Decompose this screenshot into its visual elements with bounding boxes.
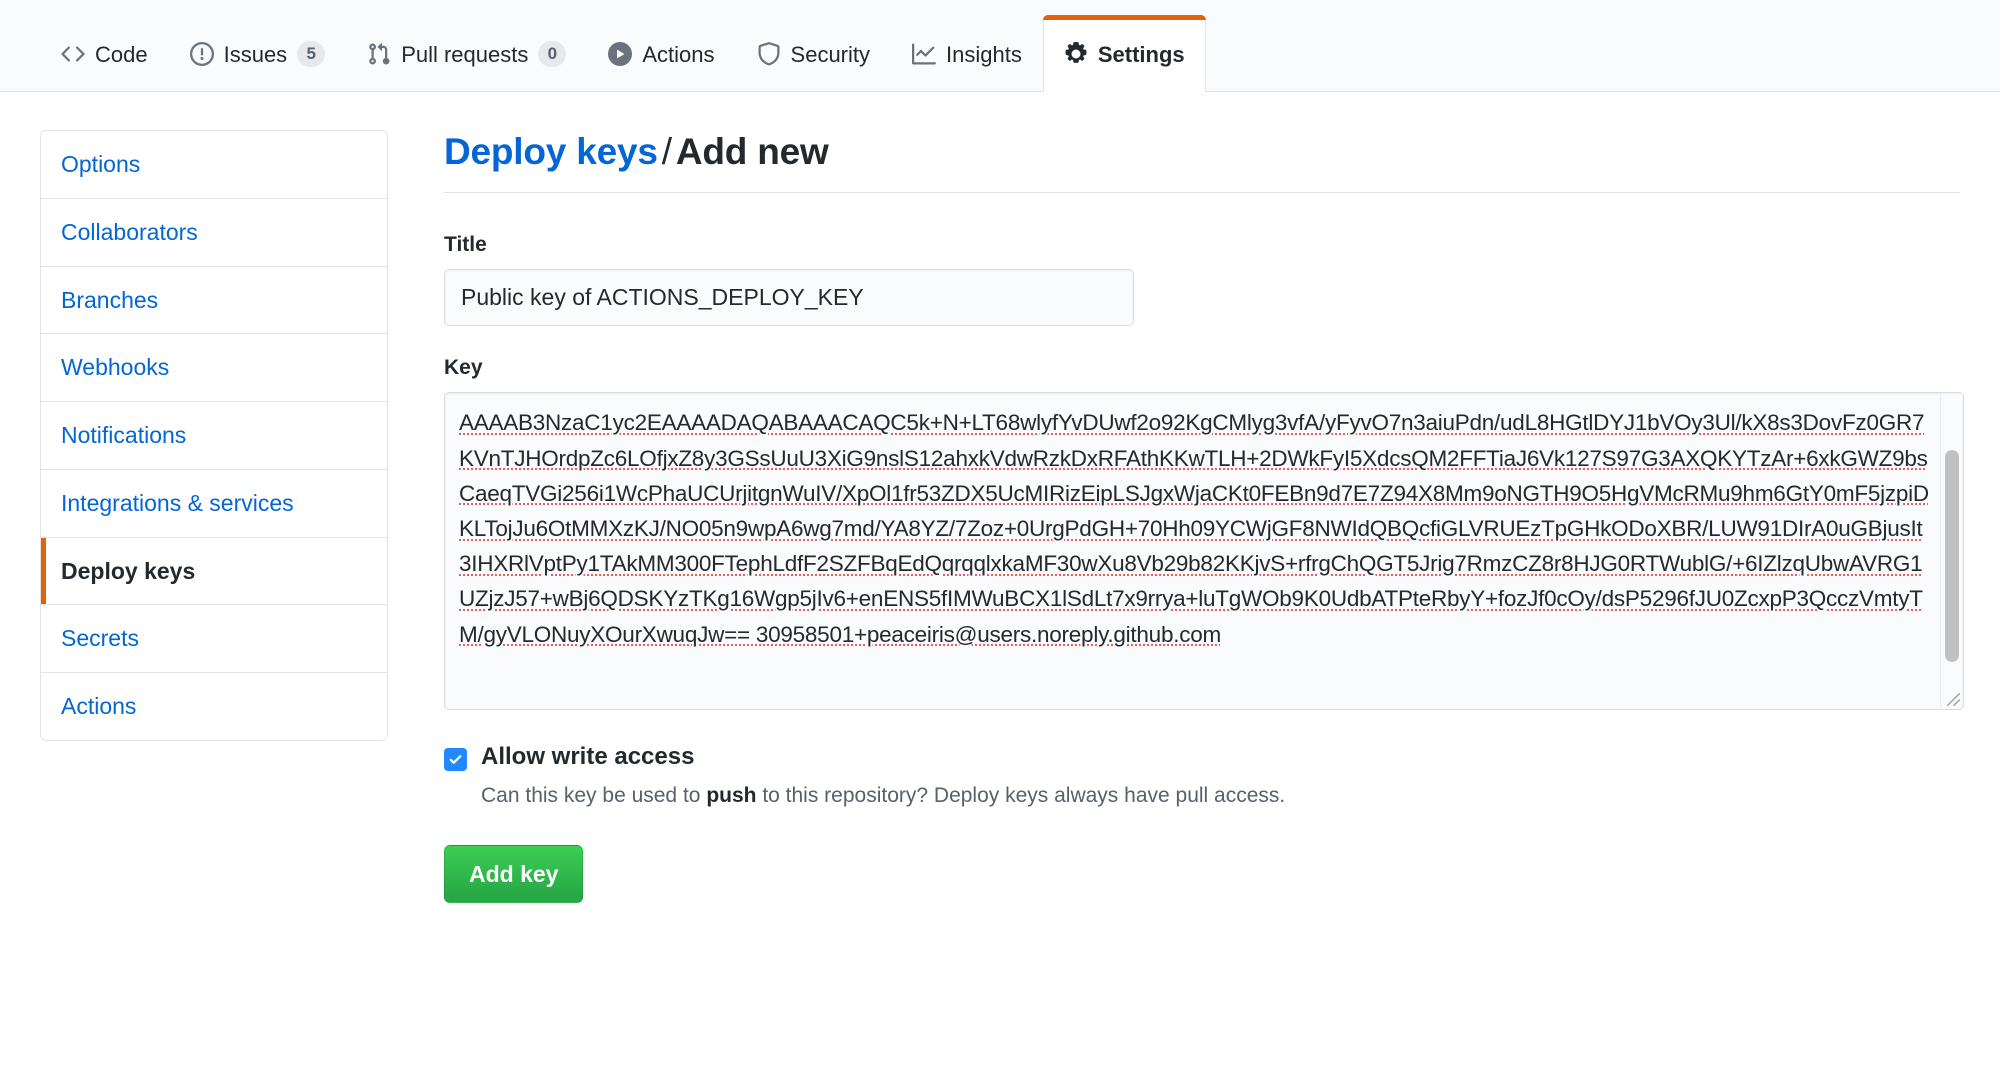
key-textarea-wrapper[interactable]: AAAAB3NzaC1yc2EAAAADAQABAAACAQC5k+N+LT68… (444, 392, 1964, 711)
title-input[interactable] (444, 269, 1134, 327)
tab-pull-requests[interactable]: Pull requests 0 (346, 15, 587, 91)
title-label: Title (444, 233, 487, 257)
sidebar-item-options[interactable]: Options (41, 131, 387, 199)
git-pull-request-icon (367, 42, 391, 66)
note-before: Can this key be used to (481, 784, 707, 808)
tab-insights[interactable]: Insights (891, 15, 1043, 91)
sidebar-item-notifications[interactable]: Notifications (41, 402, 387, 470)
key-textarea[interactable]: AAAAB3NzaC1yc2EAAAADAQABAAACAQC5k+N+LT68… (459, 410, 1929, 647)
tab-label: Code (95, 41, 148, 67)
key-form-group: Key AAAAB3NzaC1yc2EAAAADAQABAAACAQC5k+N+… (444, 356, 1964, 711)
key-textarea-scrollbar[interactable] (1940, 394, 1962, 709)
allow-write-access-label[interactable]: Allow write access (481, 743, 695, 771)
shield-icon (757, 41, 781, 66)
sidebar-item-deploy-keys[interactable]: Deploy keys (41, 537, 387, 606)
sidebar-item-actions[interactable]: Actions (41, 673, 387, 740)
sidebar-item-integrations-and-services[interactable]: Integrations & services (41, 469, 387, 538)
breadcrumb-parent-link[interactable]: Deploy keys (444, 131, 658, 172)
repo-nav: Code Issues 5 Pull requests 0 Actions Se… (0, 0, 2000, 92)
key-label: Key (444, 356, 483, 380)
allow-write-access-checkbox[interactable] (444, 748, 467, 772)
textarea-resize-handle-icon[interactable] (1941, 687, 1961, 707)
tab-label: Security (790, 41, 871, 67)
note-bold: push (706, 784, 757, 808)
sidebar-item-webhooks[interactable]: Webhooks (41, 334, 387, 402)
tab-settings[interactable]: Settings (1042, 15, 1206, 92)
tab-label: Settings (1097, 41, 1185, 67)
note-after: to this repository? Deploy keys always h… (756, 784, 1286, 808)
play-icon (608, 41, 633, 66)
settings-page: Options Collaborators Branches Webhooks … (0, 92, 2000, 903)
tab-label: Pull requests (401, 41, 529, 67)
settings-sidebar: Options Collaborators Branches Webhooks … (40, 130, 388, 741)
tab-label: Actions (642, 41, 715, 67)
tab-label: Insights (946, 41, 1022, 67)
tab-issues[interactable]: Issues 5 (169, 15, 347, 91)
allow-write-access-note: Can this key be used to push to this rep… (481, 781, 1285, 810)
tab-code[interactable]: Code (40, 15, 169, 91)
pull-requests-counter: 0 (538, 40, 567, 67)
add-key-button[interactable]: Add key (444, 844, 584, 903)
sidebar-item-secrets[interactable]: Secrets (41, 605, 387, 673)
sidebar-item-collaborators[interactable]: Collaborators (41, 198, 387, 267)
tab-label: Issues (223, 41, 288, 67)
title-form-group: Title (444, 233, 1960, 327)
allow-write-access-row: Allow write access Can this key be used … (444, 742, 1960, 810)
gear-icon (1064, 41, 1088, 66)
breadcrumb-current: Add new (675, 131, 829, 172)
tab-actions[interactable]: Actions (587, 15, 735, 91)
sidebar-item-branches[interactable]: Branches (41, 266, 387, 335)
code-icon (61, 42, 85, 66)
issues-counter: 5 (297, 40, 326, 67)
key-textarea-scrollbar-thumb[interactable] (1945, 450, 1959, 663)
graph-icon (912, 42, 937, 66)
tab-security[interactable]: Security (736, 15, 891, 91)
issue-opened-icon (189, 41, 214, 66)
breadcrumb: Deploy keys/Add new (444, 130, 1960, 194)
main-content: Deploy keys/Add new Title Key AAAAB3NzaC… (388, 130, 1964, 903)
breadcrumb-separator: / (661, 131, 672, 172)
allow-write-access-texts: Allow write access Can this key be used … (481, 742, 1285, 810)
